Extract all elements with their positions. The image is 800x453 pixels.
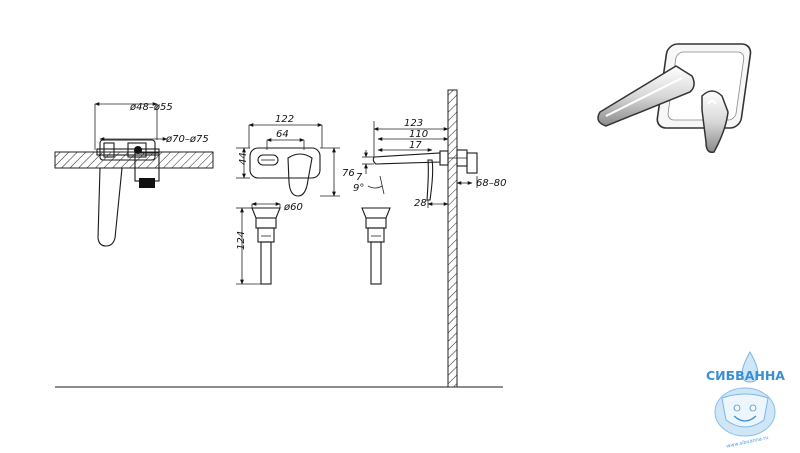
side-view [54,102,214,247]
dim-profile-wall-range: 68–80 [476,178,506,189]
dim-drain-length: 124 [236,231,247,250]
wall-section [447,89,458,388]
dim-profile-angle: 9° [353,183,364,194]
dim-side-diameter-bottom: ø70–ø75 [165,134,209,145]
front-view [236,123,340,197]
faucet-render [597,43,752,154]
logo-url: www.sibvanna.ru [726,435,769,450]
drain-right [361,207,391,285]
dim-profile-small: 7 [356,172,363,183]
drain-left [236,202,281,285]
profile-view [362,121,478,208]
dim-drain-diameter: ø60 [283,202,303,213]
logo-name: СИБВАННА [706,368,785,383]
dim-profile-length-spout: 110 [409,129,428,140]
dim-front-height-left: 44 [238,152,249,165]
dim-profile-depth: 28 [414,198,427,209]
sibvanna-logo [714,350,776,437]
dim-profile-length-overall: 123 [404,118,423,129]
dim-front-width-inner: 64 [276,129,289,140]
dim-side-diameter-top: ø48–ø55 [129,102,173,113]
dim-front-height-right: 76 [342,168,355,179]
dim-front-width-overall: 122 [275,114,294,125]
dim-profile-offset: 17 [409,140,422,151]
